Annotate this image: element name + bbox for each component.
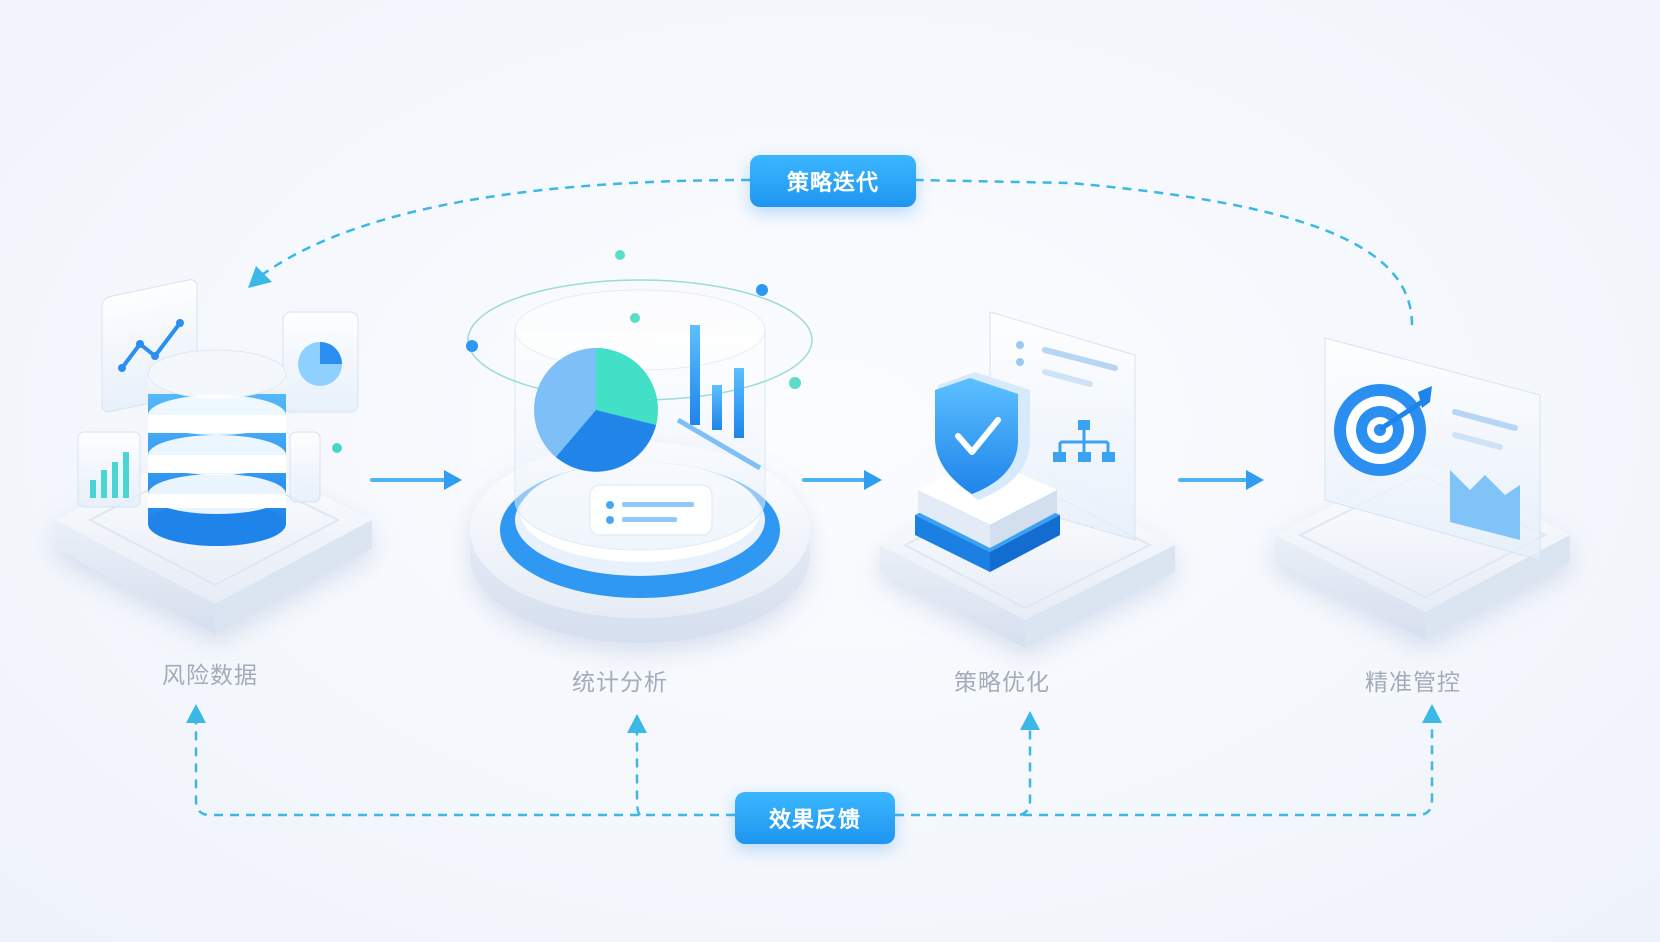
feedback-arrowhead-2 bbox=[627, 714, 647, 733]
feedback-arrowhead-3 bbox=[1020, 711, 1040, 730]
flow-arrow-1 bbox=[372, 470, 462, 490]
flow-arrow-2 bbox=[804, 470, 882, 490]
iteration-loop-arrowhead bbox=[248, 266, 272, 288]
effect-feedback-badge: 效果反馈 bbox=[735, 792, 895, 844]
pie-chart-icon bbox=[466, 250, 812, 550]
strategy-iteration-badge: 策略迭代 bbox=[750, 155, 916, 207]
feedback-arrowhead-1 bbox=[186, 704, 206, 723]
step-label-precise-control: 精准管控 bbox=[1313, 663, 1513, 697]
flow-arrow-3 bbox=[1180, 470, 1264, 490]
step-label-risk-data: 风险数据 bbox=[110, 656, 310, 690]
step-label-strategy-optimization: 策略优化 bbox=[902, 663, 1102, 697]
feedback-arrowhead-4 bbox=[1422, 704, 1442, 723]
step-label-statistical-analysis: 统计分析 bbox=[520, 663, 720, 697]
